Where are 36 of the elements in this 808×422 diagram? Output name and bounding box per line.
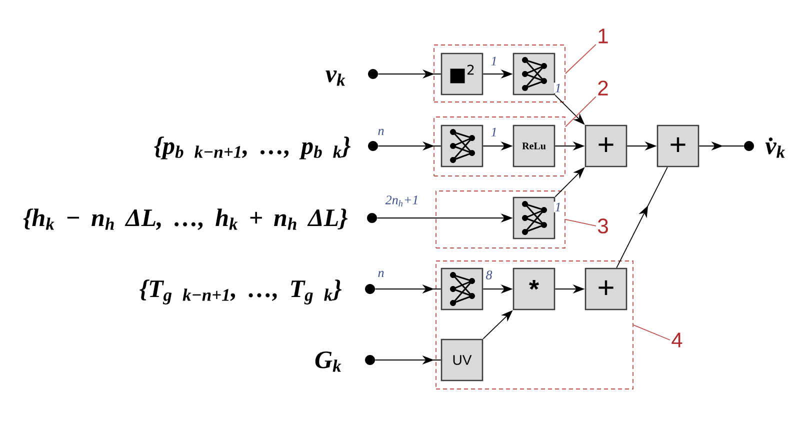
operation-box: + <box>584 268 628 310</box>
operation-box: + <box>584 124 628 168</box>
arrow <box>616 166 668 268</box>
group-frame <box>436 260 634 390</box>
operation-box: * <box>512 268 556 310</box>
edge-label: 2n$_{h}$+1 <box>384 194 420 208</box>
callout-number: 4 <box>672 332 682 348</box>
leader-line <box>565 44 596 74</box>
terminal-dot <box>368 141 378 151</box>
leader-line <box>565 219 596 226</box>
operation-box: UV <box>440 338 484 382</box>
operation-box: ReLu <box>512 124 556 168</box>
edge-label: 1 <box>490 126 498 138</box>
callout-number: 3 <box>598 218 608 234</box>
terminal-dot <box>744 141 754 151</box>
terminal-dot <box>367 213 377 223</box>
terminal-dot <box>365 355 375 365</box>
edge-label: n <box>376 128 386 136</box>
leader-line <box>633 324 670 340</box>
leader-line <box>565 96 596 128</box>
variable-label: G$_{k}$ <box>315 351 342 372</box>
terminal-dot <box>365 284 375 294</box>
callout-number: 2 <box>598 80 608 96</box>
callout-number: 1 <box>598 28 608 44</box>
group-frame <box>436 190 566 248</box>
edge-label: n <box>376 270 386 278</box>
operation-box: + <box>656 124 700 168</box>
group-frame <box>434 44 566 102</box>
operation-box: ■$^{2}$ <box>440 52 484 96</box>
edge-label: 1 <box>490 56 498 66</box>
terminal-dot <box>368 69 378 79</box>
group-frame <box>434 116 566 176</box>
variable-label: v̇$_{k}$ <box>765 137 785 158</box>
edge-label: 8 <box>484 270 494 280</box>
variable-label: v$_{k}$ <box>326 70 346 86</box>
variable-label: {h$_{k}$ − n$_{h}$ ΔL, …, h$_{k}$ + n$_{h}$ ΔL} <box>23 208 348 230</box>
